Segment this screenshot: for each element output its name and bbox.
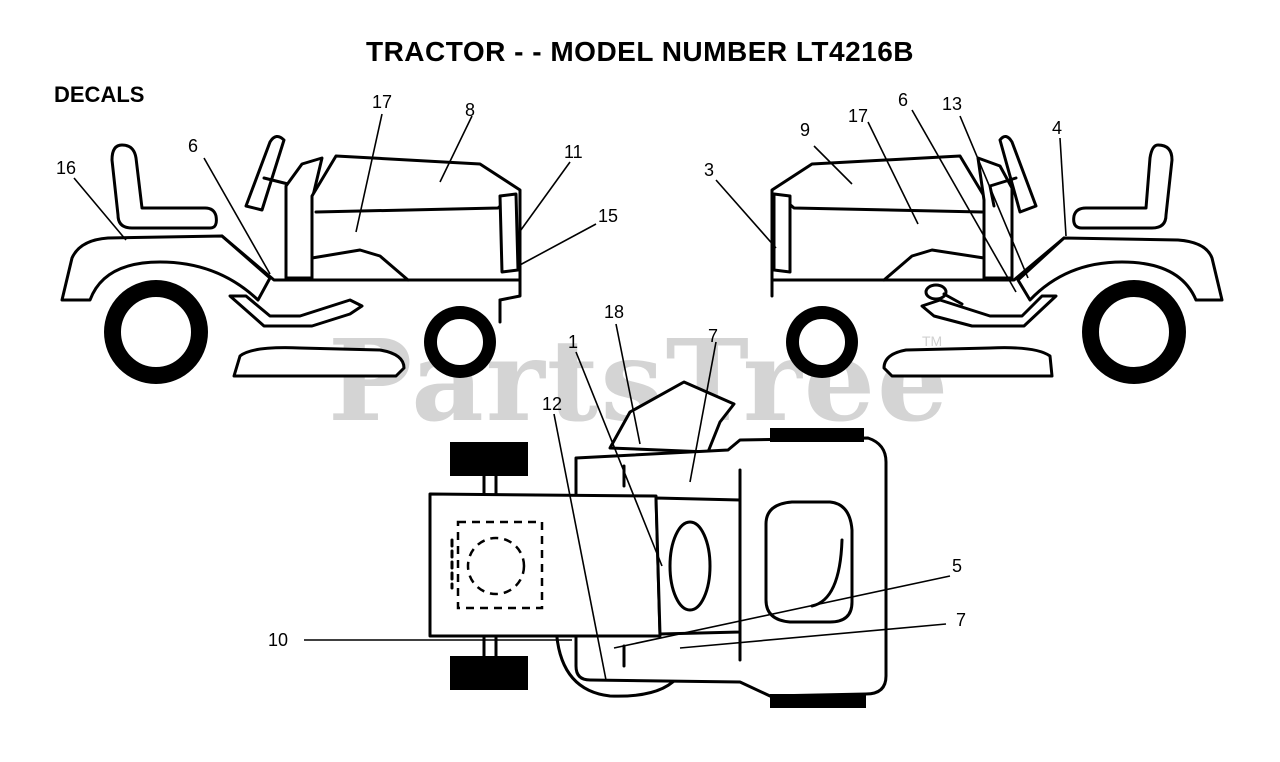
rear-wheel-bottom [450,656,528,690]
front-grille [498,192,520,274]
callout-labels: 16 6 17 8 11 15 3 9 17 6 13 4 18 7 1 12 … [56,90,1062,650]
hood-lower-line [882,248,986,282]
rear-fender [60,234,272,302]
front-bumper-top [770,428,864,442]
hood-flap [608,380,736,454]
hood [770,154,986,282]
hood [310,154,522,282]
seat-outline [456,520,544,610]
tractor-right-side-view [770,135,1224,384]
footrest [920,294,1058,328]
trademark-mark: TM [922,333,943,349]
tractor-left-side-view [60,135,522,384]
seat [110,143,218,230]
callout-17-left: 17 [372,92,392,112]
hood-lower-line [310,248,410,282]
control-lever-knob [924,283,948,301]
rear-wheel-rim [1097,295,1171,369]
callout-12: 12 [542,394,562,414]
section-heading: DECALS [54,82,145,107]
callout-17-right: 17 [848,106,868,126]
page-title: TRACTOR - - MODEL NUMBER LT4216B [365,36,915,67]
callout-3: 3 [704,160,714,180]
callout-16: 16 [56,158,76,178]
front-grille [772,192,792,274]
callout-9: 9 [800,120,810,140]
footrest [228,294,364,328]
callout-8: 8 [465,100,475,120]
rear-axle-stubs [482,474,498,658]
callout-6-left: 6 [188,136,198,156]
callout-1: 1 [568,332,578,352]
front-wheel-rim [435,317,485,367]
front-bumper-bottom [770,694,866,708]
seat [1072,143,1174,230]
steering-wheel [244,135,286,212]
rear-wheel-top [450,442,528,476]
callout-5: 5 [952,556,962,576]
callout-15: 15 [598,206,618,226]
callout-6-right: 6 [898,90,908,110]
callout-10: 10 [268,630,288,650]
mower-deck [882,346,1054,378]
front-wheel-rim [797,317,847,367]
rear-body [428,492,662,638]
leader-lines [73,109,1067,681]
callout-13: 13 [942,94,962,114]
steering-wheel-top [668,520,712,612]
tractor-top-view [428,380,888,708]
callout-18: 18 [604,302,624,322]
callout-7-bottom: 7 [956,610,966,630]
control-lever [942,292,964,306]
callout-11: 11 [564,142,583,162]
steering-wheel [998,135,1038,214]
callout-4: 4 [1052,118,1062,138]
dash-panel [976,156,1014,280]
rear-wheel-rim [119,295,193,369]
callout-7-top: 7 [708,326,718,346]
rear-fender [1016,236,1224,302]
seat-center-outline [466,536,526,596]
mower-deck [232,346,406,378]
